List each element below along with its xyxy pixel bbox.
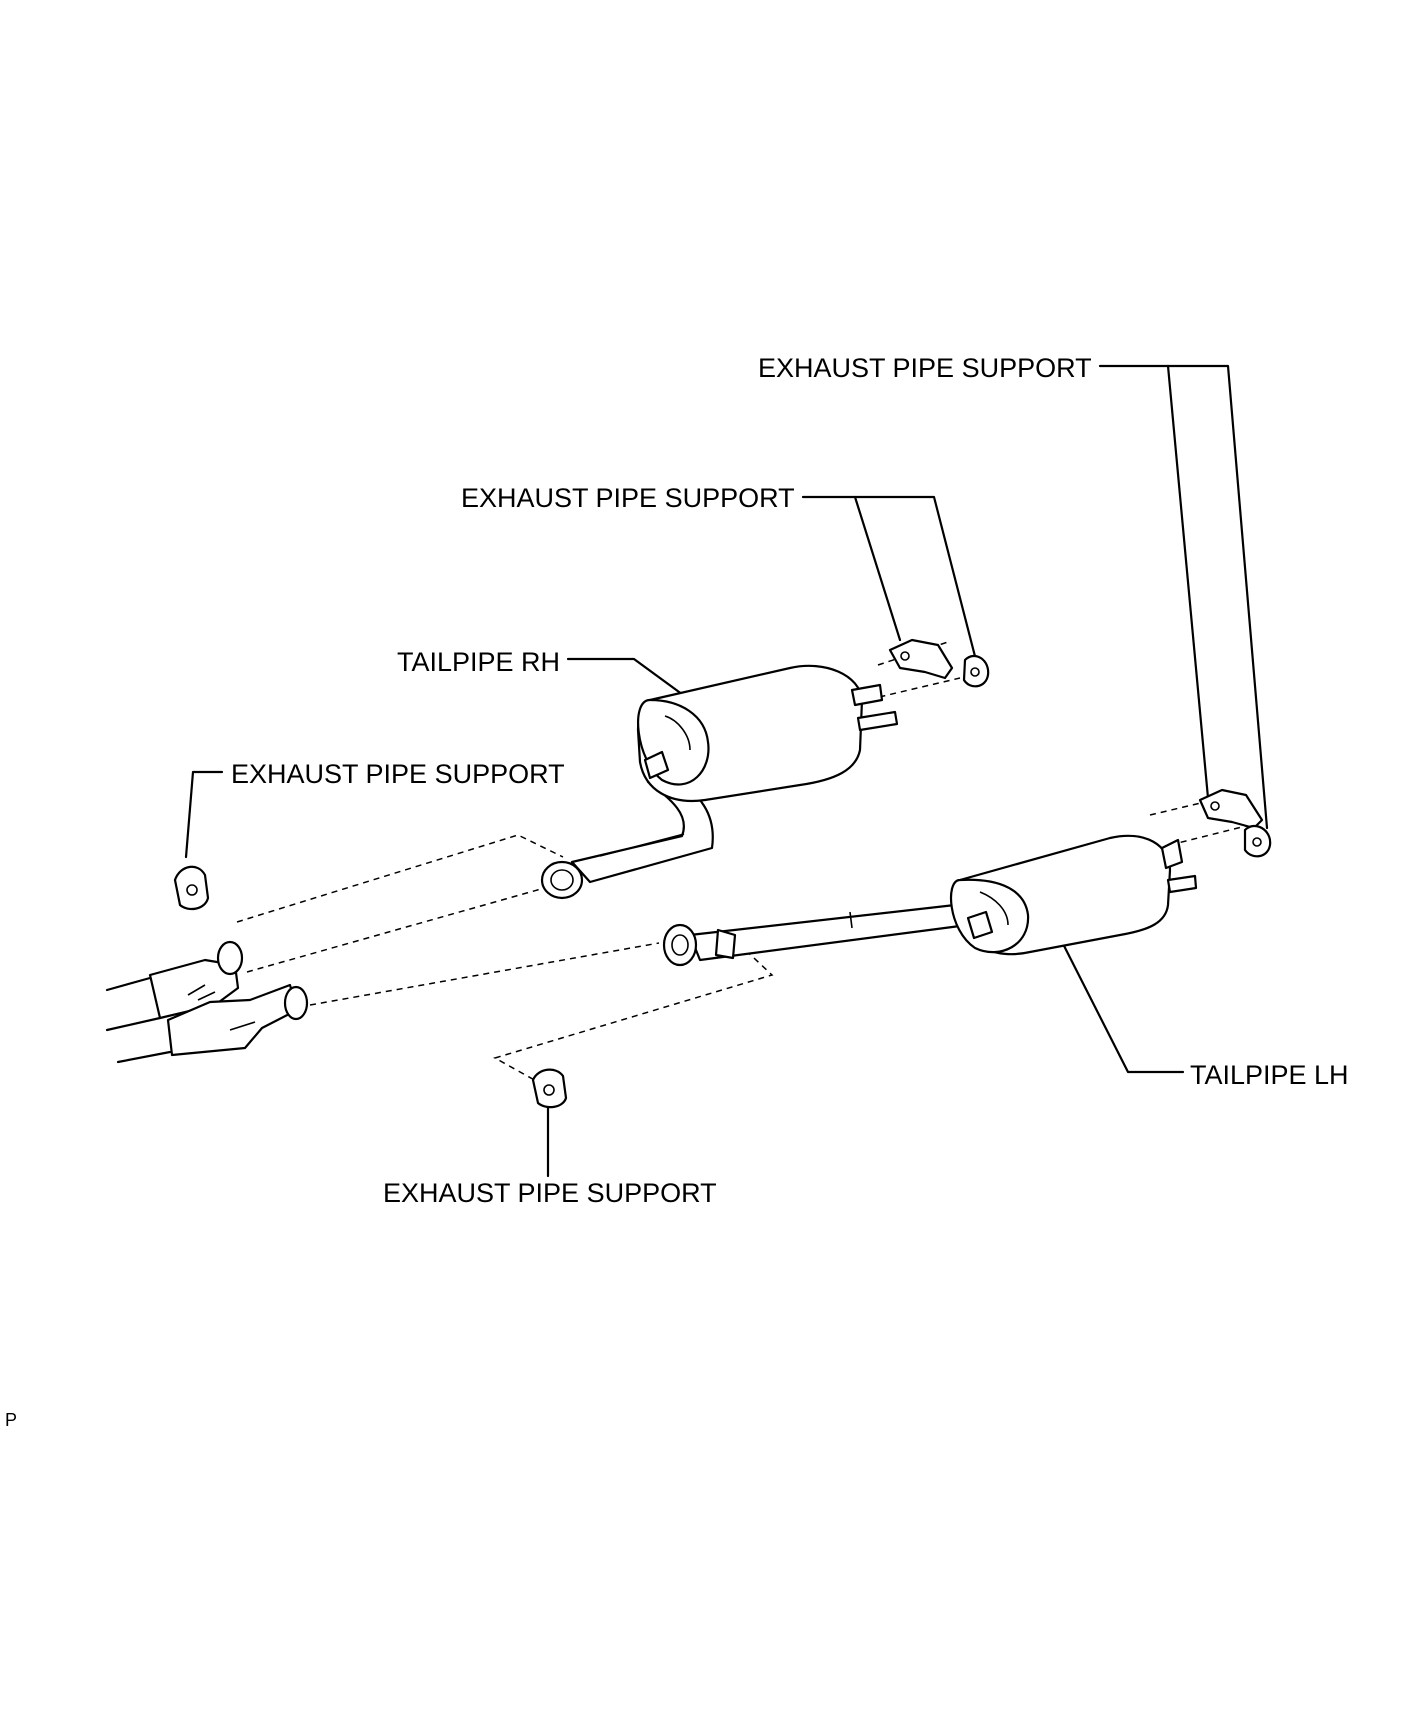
- label-support-top-center: EXHAUST PIPE SUPPORT: [461, 483, 795, 513]
- front-pipe-assembly: [105, 940, 309, 1064]
- support-parts: [173, 638, 1272, 1109]
- label-tailpipe-rh: TAILPIPE RH: [397, 647, 561, 677]
- tailpipe-lh-drawing: [662, 834, 1198, 967]
- leader-lines: [184, 364, 1269, 1178]
- label-support-left: EXHAUST PIPE SUPPORT: [231, 759, 565, 789]
- tailpipe-rh-drawing: [540, 664, 899, 900]
- corner-mark: P: [5, 1410, 18, 1430]
- label-tailpipe-lh: TAILPIPE LH: [1190, 1060, 1349, 1090]
- label-support-top-right: EXHAUST PIPE SUPPORT: [758, 353, 1092, 383]
- label-support-bottom: EXHAUST PIPE SUPPORT: [383, 1178, 717, 1208]
